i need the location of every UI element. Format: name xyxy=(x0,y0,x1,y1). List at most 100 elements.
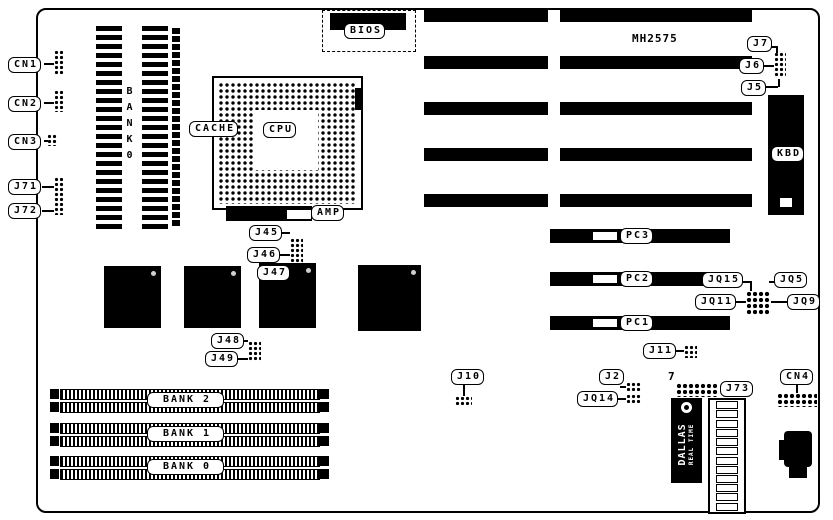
pin-header-cell xyxy=(716,419,738,428)
j11-pins xyxy=(684,345,697,358)
amp-connector-key xyxy=(286,209,312,220)
j7-wire-v xyxy=(776,46,778,53)
isa-slot-3-left xyxy=(424,102,548,115)
label-bank2: BANK 2 xyxy=(147,392,224,408)
label-j10: J10 xyxy=(451,369,485,385)
label-cn1: CN1 xyxy=(8,57,42,73)
label-pc3: PC3 xyxy=(620,228,654,244)
j49-wire xyxy=(238,358,248,360)
label-j5: J5 xyxy=(741,80,767,96)
chip4-pin1-dot xyxy=(411,270,416,275)
qfp-chip-4 xyxy=(358,265,421,331)
isa-slot-1-left xyxy=(424,9,548,22)
pin-header-cell xyxy=(716,465,738,474)
pc3-slot-key xyxy=(593,232,617,240)
pin7-marker: 7 xyxy=(668,370,676,383)
pin-header-cell xyxy=(716,474,738,483)
jq15-wire-h xyxy=(740,281,750,283)
board-model-text: MH2575 xyxy=(632,32,678,45)
j5-wire-h xyxy=(765,86,778,88)
j10-pins xyxy=(455,396,472,406)
dallas-chip-name: DALLAS xyxy=(677,423,689,466)
cn1-pins xyxy=(54,50,64,75)
isa-slot-1-right xyxy=(560,9,752,22)
chip2-pin1-dot xyxy=(231,271,236,276)
qfp-chip-1 xyxy=(104,266,161,328)
jq15-wire-v xyxy=(750,281,752,291)
cpu-socket-center xyxy=(254,110,318,170)
cn3-wire xyxy=(44,140,48,142)
pin-header-strip xyxy=(708,398,746,514)
external-port-base xyxy=(789,466,807,478)
j5-wire-v xyxy=(778,79,780,87)
cpu-socket xyxy=(212,76,363,210)
label-j72: J72 xyxy=(8,203,42,219)
label-cn2: CN2 xyxy=(8,96,42,112)
isa-slot-2-right xyxy=(560,56,752,69)
socket-column-2 xyxy=(142,26,168,230)
j71-j72-pins xyxy=(54,177,64,215)
j6-wire xyxy=(763,65,774,67)
chip3-pin1-dot xyxy=(306,268,311,273)
simm-end-clip xyxy=(320,436,329,446)
j71-wire xyxy=(42,186,54,188)
label-j45: J45 xyxy=(249,225,283,241)
simm-end-clip xyxy=(320,423,329,433)
label-bios: BIOS xyxy=(344,23,386,39)
jq14-pins xyxy=(626,394,641,403)
j48-j49-pins xyxy=(248,341,261,361)
pin-header-cell xyxy=(716,410,738,419)
simm-end-clip xyxy=(320,389,329,399)
j46-wire xyxy=(279,254,290,256)
cn4-wire xyxy=(796,384,798,393)
dallas-chip-text: DALLAS REAL TIME xyxy=(677,402,695,483)
pin-header-cell xyxy=(716,502,738,511)
j45-j46-j47-pins xyxy=(290,238,303,272)
simm-end-clip xyxy=(50,402,59,412)
pc1-slot-key xyxy=(593,319,617,327)
pc2-slot-key xyxy=(593,275,617,283)
bios-socket xyxy=(322,10,416,52)
j5-j6-j7-pins xyxy=(774,52,786,78)
label-cn4: CN4 xyxy=(780,369,814,385)
label-j6: J6 xyxy=(739,58,765,74)
cn4-pins xyxy=(777,393,817,407)
socket-column-3 xyxy=(172,28,180,228)
dallas-chip-subtitle: REAL TIME xyxy=(687,423,695,466)
label-cache: CACHE xyxy=(189,121,239,137)
jq9-wire xyxy=(771,301,787,303)
pin-header-cell xyxy=(716,447,738,456)
jq-jumper-pins xyxy=(746,291,771,315)
cn2-wire xyxy=(44,102,54,104)
j45-wire xyxy=(281,232,290,234)
label-bank0-vertical: BANK0 xyxy=(123,86,136,190)
simm-end-clip xyxy=(320,469,329,479)
dallas-rtc-chip: DALLAS REAL TIME xyxy=(671,398,702,483)
simm-end-clip xyxy=(50,389,59,399)
label-jq9: JQ9 xyxy=(787,294,821,310)
simm-end-clip xyxy=(50,423,59,433)
pin-header-cell xyxy=(716,484,738,493)
isa-slot-5-left xyxy=(424,194,548,207)
label-j47: J47 xyxy=(257,265,291,281)
label-bank1: BANK 1 xyxy=(147,426,224,442)
jq5-wire xyxy=(769,281,775,283)
socket-column-1 xyxy=(96,26,122,230)
label-j11: J11 xyxy=(643,343,677,359)
dallas-logo-inner xyxy=(684,405,689,410)
label-pc1: PC1 xyxy=(620,315,654,331)
isa-slot-5-right xyxy=(560,194,752,207)
j48-wire xyxy=(242,340,248,342)
cpu-socket-tab xyxy=(355,88,362,110)
label-cn3: CN3 xyxy=(8,134,42,150)
j72-wire xyxy=(42,210,54,212)
external-port-connector xyxy=(784,431,812,467)
jq14-wire xyxy=(616,398,626,400)
label-jq5: JQ5 xyxy=(774,272,808,288)
simm-end-clip xyxy=(50,456,59,466)
cache-bank0-sockets: BANK0 xyxy=(94,24,184,234)
cn2-pins xyxy=(54,90,64,112)
isa-slot-2-left xyxy=(424,56,548,69)
label-bank0: BANK 0 xyxy=(147,459,224,475)
j2-wire xyxy=(620,386,626,388)
